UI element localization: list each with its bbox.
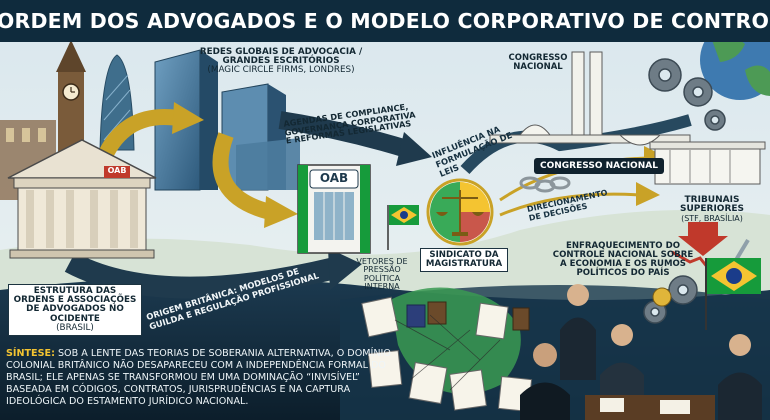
label-weakening: ENFRAQUECIMENTO DO CONTROLE NACIONAL SOB… — [548, 241, 698, 279]
arrow-gold-down — [212, 132, 273, 220]
brazil-flag-icon — [705, 258, 761, 330]
label-syndicate-text: SINDICATO DA MAGISTRATURA — [425, 250, 503, 270]
label-global-networks-text: REDES GLOBAIS DE ADVOCACIA / GRANDES ESC… — [199, 47, 363, 67]
label-vectors-text: VETORES DE PRESSÃO POLÍTICA INTERNA — [356, 257, 408, 292]
tag-congress: CONGRESSO NACIONAL — [534, 158, 664, 174]
page-title: A ORDEM DOS ADVOGADOS E O MODELO CORPORA… — [0, 9, 770, 33]
arrow-dark-origin — [64, 252, 338, 299]
synthesis-text: SÍNTESE: SOB A LENTE DAS TEORIAS DE SOBE… — [6, 348, 401, 407]
arrow-dark-compliance — [278, 111, 413, 159]
label-structure: ESTRUTURA DAS ORDENS E ASSOCIAÇÕES DE AD… — [8, 284, 142, 337]
chain-icon — [519, 176, 571, 193]
label-global-networks-sub: (MAGIC CIRCLE FIRMS, LONDRES) — [207, 65, 355, 76]
oab-building-icon — [297, 164, 371, 254]
oab-sign-small: OAB — [107, 166, 127, 175]
label-tribunals-sub: (STF, BRASÍLIA) — [681, 213, 743, 223]
tag-congress-text: CONGRESSO NACIONAL — [540, 161, 658, 171]
red-down-arrow — [678, 222, 728, 256]
label-structure-sub: (BRASIL) — [56, 322, 94, 333]
label-vectors: VETORES DE PRESSÃO POLÍTICA INTERNA — [348, 257, 416, 292]
gear-icon — [643, 58, 726, 324]
label-congress-top: CONGRESSO NACIONAL — [508, 54, 568, 72]
classical-building-icon — [7, 139, 157, 259]
label-weakening-text: ENFRAQUECIMENTO DO CONTROLE NACIONAL SOB… — [552, 241, 694, 279]
coin-icon — [652, 287, 672, 307]
label-congress-top-text: CONGRESSO NACIONAL — [508, 53, 568, 72]
title-bar: A ORDEM DOS ADVOGADOS E O MODELO CORPORA… — [0, 0, 770, 42]
label-tribunals-text: TRIBUNAIS SUPERIORES — [679, 195, 745, 215]
oab-sign: OAB — [319, 171, 349, 185]
label-syndicate: SINDICATO DA MAGISTRATURA — [420, 248, 508, 273]
arrow-decisions — [499, 192, 641, 217]
synthesis-keyword: SÍNTESE: — [6, 348, 55, 359]
tribunal-building — [649, 141, 766, 185]
scales-of-justice-icon — [426, 178, 494, 246]
label-structure-text: ESTRUTURA DAS ORDENS E ASSOCIAÇÕES DE AD… — [13, 286, 137, 324]
people — [520, 284, 762, 420]
label-global-networks: REDES GLOBAIS DE ADVOCACIA / GRANDES ESC… — [196, 47, 366, 76]
brazil-flag-icon — [387, 205, 419, 250]
arrow-influence — [460, 114, 692, 175]
synthesis-body: SOB A LENTE DAS TEORIAS DE SOBERANIA ALT… — [6, 348, 391, 407]
label-tribunals: TRIBUNAIS SUPERIORES (STF, BRASÍLIA) — [660, 195, 764, 223]
